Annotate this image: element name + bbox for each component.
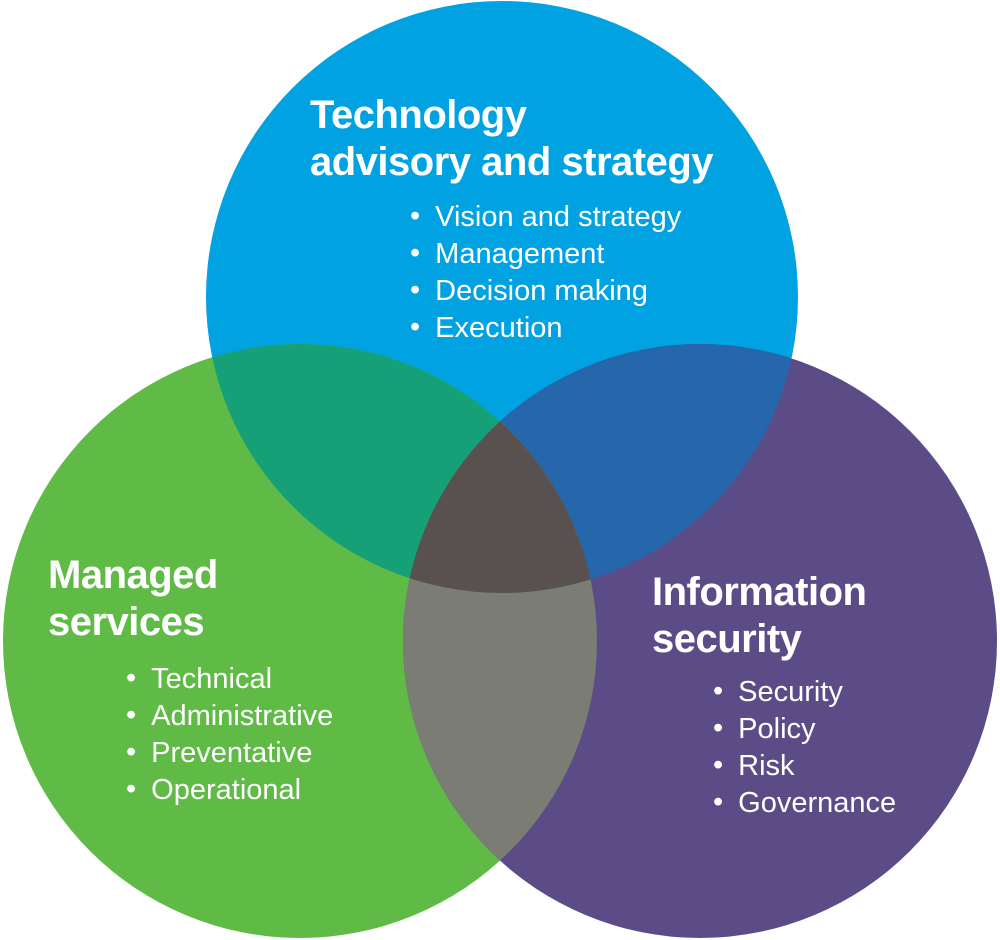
list-item: Governance (713, 785, 896, 822)
list-item: Technical (126, 661, 333, 698)
technology-title: Technology advisory and strategy (310, 92, 714, 186)
list-item: Security (713, 674, 896, 711)
information-security-bullet-list: Security Policy Risk Governance (713, 674, 896, 822)
information-security-title-line1: Information (652, 570, 867, 614)
list-item: Management (410, 236, 681, 273)
list-item: Policy (713, 711, 896, 748)
managed-services-title: Managed services (48, 552, 218, 646)
list-item: Execution (410, 310, 681, 347)
list-item: Decision making (410, 273, 681, 310)
list-item: Preventative (126, 735, 333, 772)
list-item: Risk (713, 748, 896, 785)
managed-services-bullet-list: Technical Administrative Preventative Op… (126, 661, 333, 809)
technology-title-line2: advisory and strategy (310, 140, 714, 184)
center-overlap (403, 344, 597, 593)
technology-title-line1: Technology (310, 93, 527, 137)
list-item: Vision and strategy (410, 199, 681, 236)
managed-services-title-line1: Managed (48, 553, 218, 597)
information-security-title: Information security (652, 569, 867, 663)
technology-bullet-list: Vision and strategy Management Decision … (410, 199, 681, 347)
list-item: Operational (126, 772, 333, 809)
information-security-title-line2: security (652, 617, 802, 661)
list-item: Administrative (126, 698, 333, 735)
managed-services-title-line2: services (48, 600, 205, 644)
